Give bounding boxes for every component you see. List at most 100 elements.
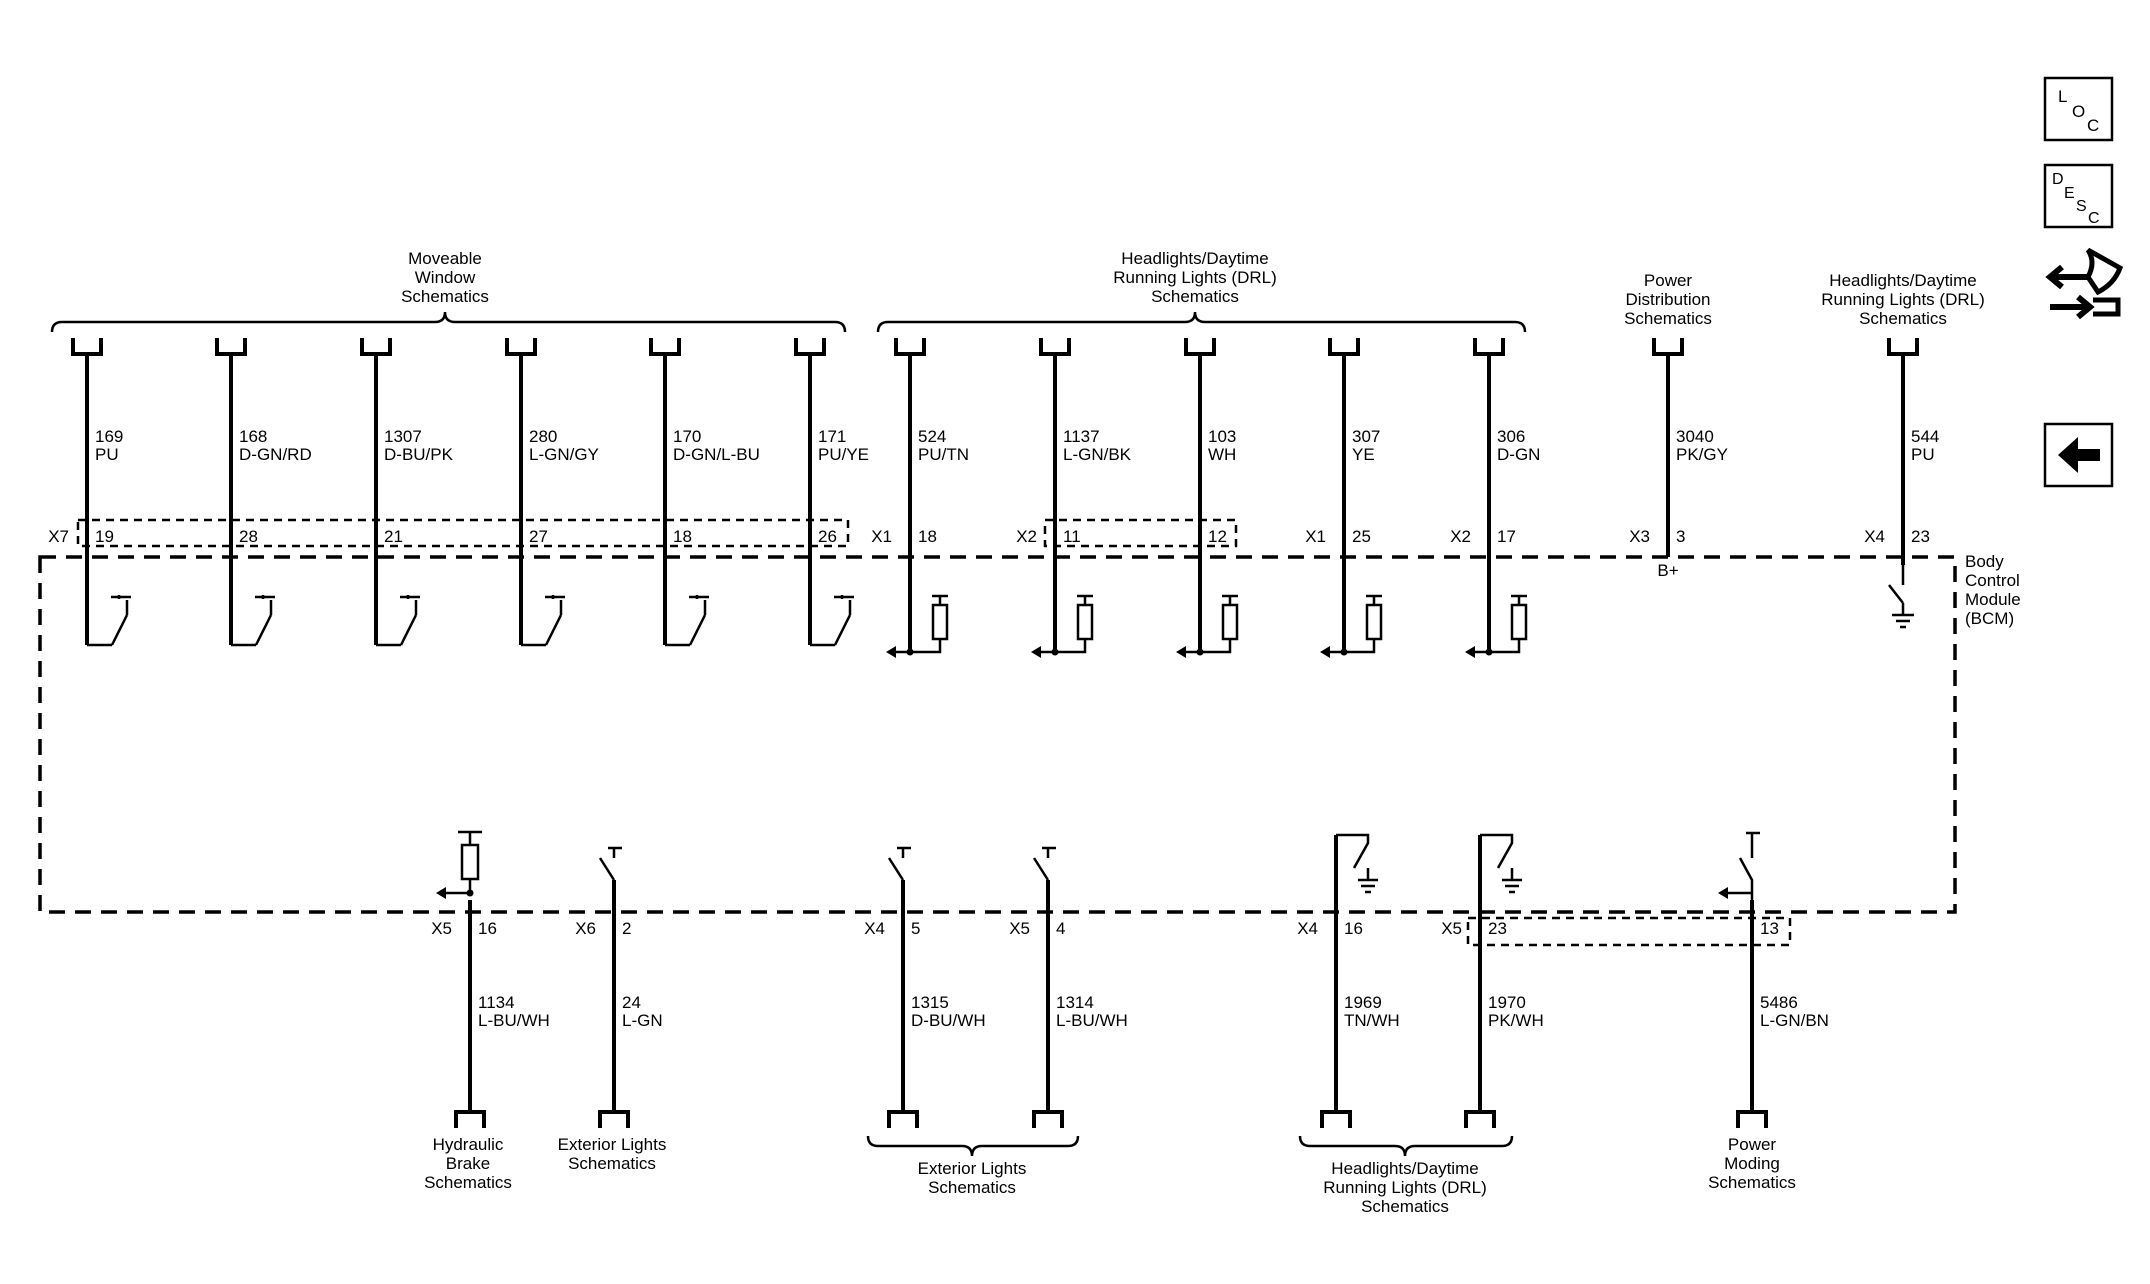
splice-dot — [906, 648, 914, 656]
connector-box-x2 — [1043, 518, 1238, 548]
top-group-power-distribution[interactable]: Power Distribution Schematics — [1624, 271, 1712, 328]
terminal-head — [1652, 338, 1684, 356]
terminal-head — [1473, 338, 1505, 356]
connector-id: X4 — [1297, 919, 1318, 938]
switch-input — [87, 595, 131, 647]
bottom-group-exterior-lights[interactable]: Exterior Lights Schematics — [558, 1135, 667, 1173]
resistor-lead — [1469, 639, 1521, 654]
wire-color: D-GN/RD — [239, 445, 312, 464]
group-brace — [876, 311, 1527, 333]
bottom-group-power-moding[interactable]: Power Moding Schematics — [1708, 1135, 1796, 1192]
pin-number: 17 — [1497, 527, 1516, 546]
circuit-number: 1134 — [478, 993, 515, 1012]
wire-color: YE — [1352, 445, 1375, 464]
circuit-number: 1314 — [1056, 993, 1094, 1012]
connector-arrows-icon[interactable] — [2045, 247, 2124, 320]
pin-number: 28 — [239, 527, 258, 546]
circuit-number: 5486 — [1760, 993, 1798, 1012]
resistor-lead — [1324, 639, 1376, 654]
ground-switch — [1888, 565, 1914, 629]
pin-number: 26 — [818, 527, 837, 546]
switch-input — [665, 595, 709, 647]
circuit-number: 171 — [818, 427, 846, 446]
terminal-head — [1032, 1110, 1064, 1128]
group-label-line: Exterior Lights — [558, 1135, 667, 1154]
pin-number: 16 — [1344, 919, 1363, 938]
group-label-line: Schematics — [1859, 309, 1947, 328]
loc-letter-c: C — [2087, 116, 2099, 135]
wire-color: PK/WH — [1488, 1011, 1544, 1030]
wire-color: L-GN/GY — [529, 445, 599, 464]
input-arrow — [1176, 646, 1186, 658]
pin-number: 25 — [1352, 527, 1371, 546]
terminal-head — [794, 338, 826, 356]
loc-button[interactable]: L O C — [2043, 76, 2114, 142]
back-arrow-icon[interactable] — [2043, 422, 2114, 488]
group-label-line: Headlights/Daytime — [1331, 1159, 1478, 1178]
circuit-number: 168 — [239, 427, 267, 446]
group-label-line: Power — [1644, 271, 1693, 290]
switch-output — [887, 846, 911, 881]
bottom-group-headlights-drl[interactable]: Headlights/Daytime Running Lights (DRL) … — [1298, 1135, 1514, 1216]
terminal-head — [1736, 1110, 1768, 1128]
terminal-head — [1184, 338, 1216, 356]
terminal-head — [505, 338, 537, 356]
resistor-lead — [1180, 639, 1232, 654]
terminal-head — [1039, 338, 1071, 356]
input-arrow — [886, 646, 896, 658]
wire-color: D-BU/PK — [384, 445, 454, 464]
wire-color: L-GN/BN — [1760, 1011, 1829, 1030]
connector-id: X4 — [864, 919, 885, 938]
group-label-line: Schematics — [1151, 287, 1239, 306]
terminal-head — [649, 338, 681, 356]
circuit-number: 103 — [1208, 427, 1236, 446]
top-group-moveable-window[interactable]: Moveable Window Schematics — [50, 249, 847, 333]
desc-letter-e: E — [2064, 185, 2075, 202]
bcm-label-line-1: Body — [1965, 552, 2004, 571]
group-label-line: Schematics — [1624, 309, 1712, 328]
splice-dot — [466, 889, 474, 897]
circuit-number: 1315 — [911, 993, 949, 1012]
bottom-group-hydraulic-brake[interactable]: Hydraulic Brake Schematics — [424, 1135, 512, 1192]
group-label-line: Schematics — [568, 1154, 656, 1173]
bottom-group-exterior-lights-2[interactable]: Exterior Lights Schematics — [866, 1135, 1080, 1197]
group-label-line: Schematics — [401, 287, 489, 306]
terminal-head — [887, 1110, 919, 1128]
connector-id: X5 — [1009, 919, 1030, 938]
group-label-line: Distribution — [1625, 290, 1710, 309]
pin-number: 18 — [673, 527, 692, 546]
switch-output — [1738, 831, 1760, 900]
group-label-line: Headlights/Daytime — [1829, 271, 1976, 290]
circuit-number: 544 — [1911, 427, 1939, 446]
top-group-headlights-drl[interactable]: Headlights/Daytime Running Lights (DRL) … — [876, 249, 1527, 333]
wire-color: L-GN/BK — [1063, 445, 1132, 464]
desc-button[interactable]: D E S C — [2043, 163, 2114, 229]
group-label-line: Running Lights (DRL) — [1821, 290, 1984, 309]
terminal-head — [360, 338, 392, 356]
splice-dot — [1051, 648, 1059, 656]
terminal-head — [215, 338, 247, 356]
circuit-number: 169 — [95, 427, 123, 446]
pin-number: 23 — [1911, 527, 1930, 546]
top-group-headlights-drl-2[interactable]: Headlights/Daytime Running Lights (DRL) … — [1821, 271, 1984, 328]
